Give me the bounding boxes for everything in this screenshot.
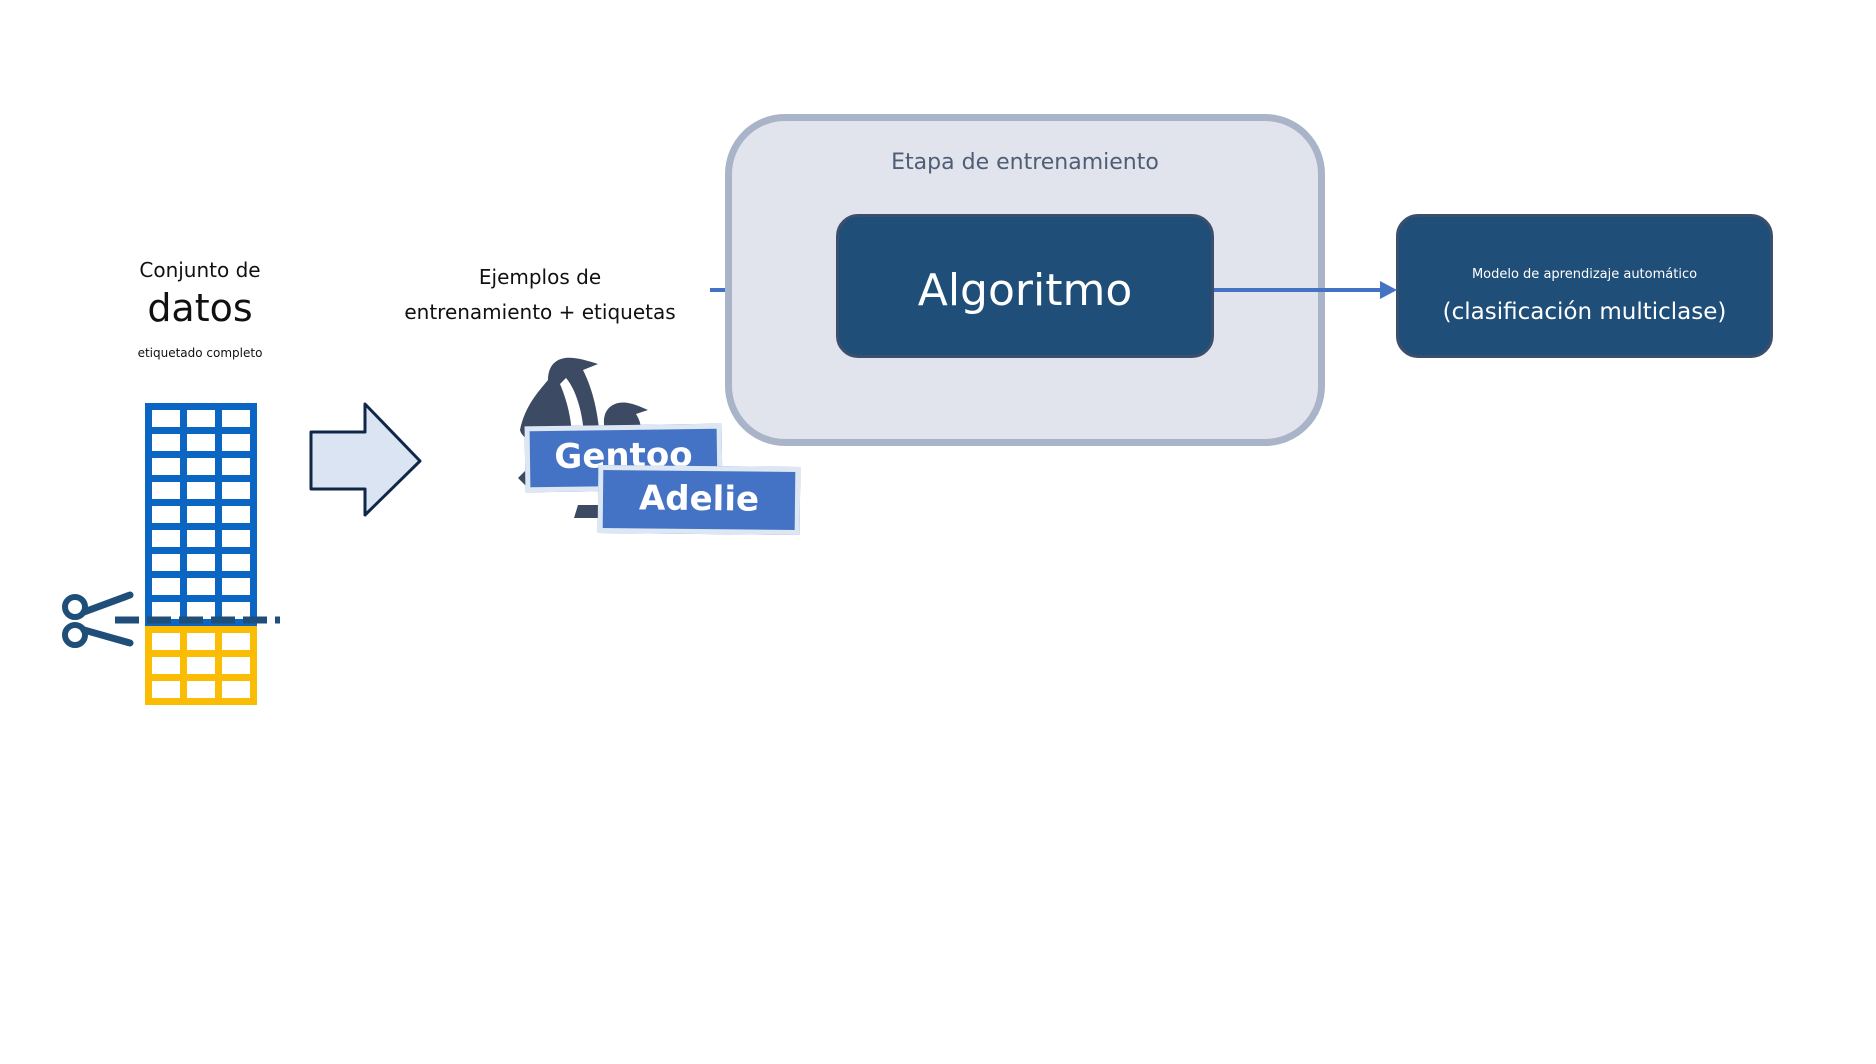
table-cell [187, 410, 215, 427]
table-cell [187, 506, 215, 523]
table-cell [222, 578, 250, 595]
table-cell [187, 633, 215, 650]
table-cell [152, 458, 180, 475]
algorithm-box: Algoritmo [836, 214, 1214, 358]
table-cell [222, 434, 250, 451]
table-cell [222, 458, 250, 475]
table-cell [152, 554, 180, 571]
table-cell [152, 530, 180, 547]
model-box: Modelo de aprendizaje automático (clasif… [1396, 214, 1773, 358]
right-arrow-icon [309, 402, 422, 517]
table-cell [187, 482, 215, 499]
table-cell [187, 578, 215, 595]
table-cell [222, 554, 250, 571]
scissors-pivot [93, 617, 99, 623]
table-cell [152, 602, 180, 619]
table-cell [187, 657, 215, 674]
table-cell [187, 458, 215, 475]
label-tag-adelie: Adelie [597, 464, 801, 536]
algorithm-label: Algoritmo [917, 265, 1133, 316]
dataset-title: Conjunto de [139, 258, 261, 282]
table-cell [152, 657, 180, 674]
model-label: Modelo de aprendizaje automático [1471, 267, 1698, 282]
model-type-label: (clasificación multiclase) [1442, 299, 1727, 325]
table-cell [187, 602, 215, 619]
table-cell [152, 578, 180, 595]
table-cell [187, 530, 215, 547]
dataset-table [145, 403, 257, 705]
table-cell [222, 657, 250, 674]
table-cell [187, 681, 215, 698]
table-cell [222, 482, 250, 499]
examples-title-line2: entrenamiento + etiquetas [404, 300, 676, 324]
table-cell [222, 681, 250, 698]
training-stage-label: Etapa de entrenamiento [891, 150, 1159, 175]
table-cell [187, 434, 215, 451]
examples-title: Ejemplos de entrenamiento + etiquetas [380, 260, 700, 330]
scissors-icon [62, 591, 134, 648]
table-cell [152, 506, 180, 523]
table-cell [222, 633, 250, 650]
dataset-big-title: datos [147, 286, 253, 330]
table-cell [222, 530, 250, 547]
table-cell [187, 554, 215, 571]
table-cell [152, 633, 180, 650]
table-cell [152, 410, 180, 427]
table-cell [152, 482, 180, 499]
table-cell [222, 506, 250, 523]
table-cell [152, 434, 180, 451]
dataset-subtitle: etiquetado completo [137, 346, 263, 360]
table-cell [222, 410, 250, 427]
table-cell [152, 681, 180, 698]
table-cell [222, 602, 250, 619]
examples-title-line1: Ejemplos de [478, 265, 602, 289]
